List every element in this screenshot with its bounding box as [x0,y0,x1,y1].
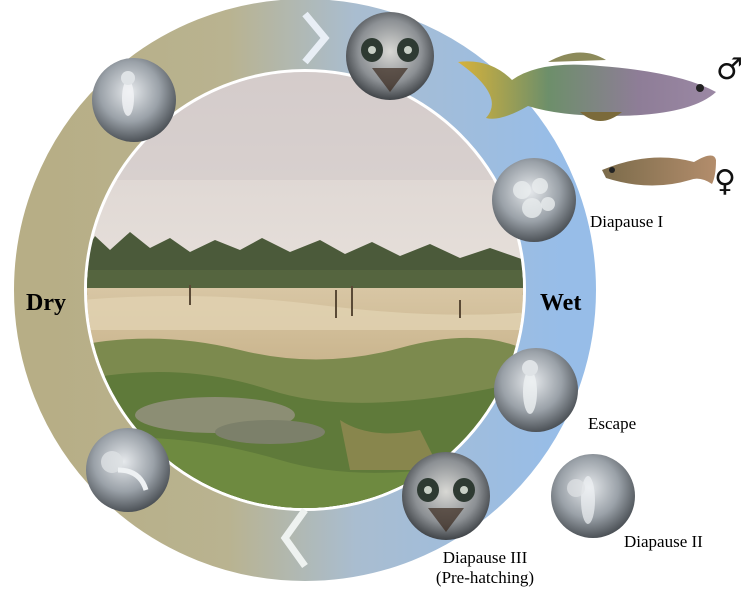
stage-label-diapause-3-line1: Diapause III [420,548,550,568]
embryo-egg-escape [494,348,578,432]
stage-label-diapause-1: Diapause I [590,212,663,232]
embryo-egg-diapause-1 [492,158,576,242]
fish-female-icon [602,155,716,185]
fish-male-icon [458,52,716,121]
female-symbol-icon: ♀ [714,164,736,199]
male-symbol-icon: ♂ [716,52,742,87]
stage-label-diapause-3-line2: (Pre-hatching) [420,568,550,588]
stage-label-escape: Escape [588,414,636,434]
embryo-egg-top-left [92,58,176,142]
embryo-egg-diapause-3 [402,452,490,540]
stage-label-diapause-2: Diapause II [624,532,703,552]
season-label-dry: Dry [26,290,66,317]
embryo-egg-top [346,12,434,100]
stage-label-diapause-3: Diapause III (Pre-hatching) [420,548,550,588]
season-label-wet: Wet [540,290,581,317]
embryo-egg-bottom-left [86,428,170,512]
embryo-egg-diapause-2 [551,454,635,538]
